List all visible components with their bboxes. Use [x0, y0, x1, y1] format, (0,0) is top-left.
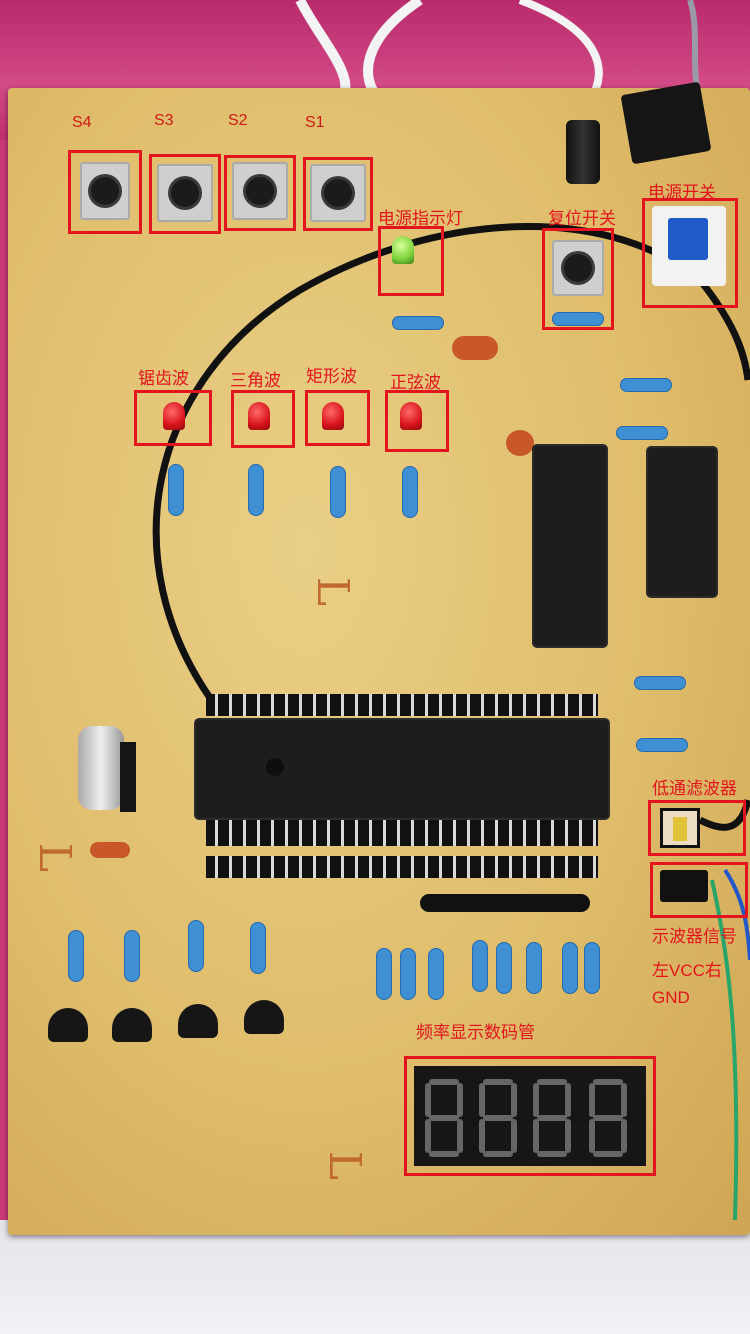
s3-annotation-box	[149, 154, 221, 234]
s2-label: S2	[228, 112, 248, 129]
power-indicator-label: 电源指示灯	[378, 209, 463, 228]
resistor	[250, 922, 266, 974]
s1-label: S1	[305, 114, 325, 131]
s4-label: S4	[72, 114, 92, 131]
s3-label: S3	[154, 112, 174, 129]
microcontroller-chip	[196, 720, 608, 818]
power-indicator-led	[392, 236, 414, 264]
reset-switch-label: 复位开关	[548, 209, 616, 228]
ceramic-capacitor	[506, 430, 534, 456]
resistor	[584, 942, 600, 994]
transistor	[112, 1008, 152, 1042]
triangle-wave-box	[231, 390, 295, 448]
s1-annotation-box	[303, 157, 373, 231]
sine-wave-label: 正弦波	[390, 373, 441, 392]
gnd-label: GND	[652, 988, 690, 1007]
triangle-wave-led	[248, 402, 270, 430]
lowpass-filter-box	[648, 800, 746, 856]
ic-socket-bottom	[206, 820, 598, 846]
pin-header-row	[206, 856, 598, 878]
oscilloscope-connector[interactable]	[660, 870, 708, 902]
resistor	[400, 948, 416, 1000]
s2-annotation-box	[224, 155, 296, 231]
silkscreen-mark: L	[319, 1150, 371, 1181]
resistor	[634, 676, 686, 690]
frequency-display-box	[404, 1056, 656, 1176]
seven-segment-display	[414, 1066, 646, 1166]
electrolytic-capacitor	[566, 120, 600, 184]
sawtooth-wave-led	[163, 402, 185, 430]
s4-annotation-box	[68, 150, 142, 234]
reset-button[interactable]	[552, 240, 604, 296]
segment-digits	[425, 1079, 627, 1157]
resistor	[68, 930, 84, 982]
sine-wave-box	[385, 390, 449, 452]
resistor	[124, 930, 140, 982]
resistor	[620, 378, 672, 392]
resistor	[636, 738, 688, 752]
power-switch-label: 电源开关	[648, 183, 716, 202]
resistor	[248, 464, 264, 516]
s2-button[interactable]	[232, 162, 288, 220]
resistor	[552, 312, 604, 326]
ic-socket-top	[206, 694, 598, 716]
header-pins	[620, 81, 712, 165]
ceramic-capacitor	[452, 336, 498, 360]
dip-chip	[648, 448, 716, 596]
left-vcc-right-label: 左VCC右	[652, 961, 722, 980]
silkscreen-mark: L	[307, 576, 359, 607]
triangle-wave-label: 三角波	[230, 371, 281, 390]
oscilloscope-connector-box	[650, 862, 748, 918]
dip-chip	[534, 446, 606, 646]
sawtooth-wave-label: 锯齿波	[138, 369, 189, 388]
resistor	[168, 464, 184, 516]
square-wave-box	[305, 390, 370, 446]
resistor	[526, 942, 542, 994]
lowpass-filter-jumper[interactable]	[660, 808, 700, 848]
pin-header	[420, 894, 590, 912]
s3-button[interactable]	[157, 164, 213, 222]
transistor	[244, 1000, 284, 1034]
s4-button[interactable]	[80, 162, 130, 220]
silkscreen-mark: L	[29, 842, 81, 873]
background-table	[0, 1220, 750, 1334]
lowpass-filter-label: 低通滤波器	[652, 779, 737, 798]
sawtooth-wave-box	[134, 390, 212, 446]
square-wave-led	[322, 402, 344, 430]
transistor	[178, 1004, 218, 1038]
crystal-oscillator	[78, 726, 124, 810]
power-switch[interactable]	[652, 206, 726, 286]
transistor	[48, 1008, 88, 1042]
power-switch-box	[642, 198, 738, 308]
frequency-display-label: 频率显示数码管	[416, 1023, 535, 1042]
pin-header	[120, 742, 136, 812]
resistor	[402, 466, 418, 518]
resistor	[376, 948, 392, 1000]
resistor	[562, 942, 578, 994]
square-wave-label: 矩形波	[306, 367, 357, 386]
resistor	[428, 948, 444, 1000]
sine-wave-led	[400, 402, 422, 430]
resistor	[330, 466, 346, 518]
reset-switch-box	[542, 228, 614, 330]
power-indicator-box	[378, 226, 444, 296]
resistor	[392, 316, 444, 330]
resistor	[188, 920, 204, 972]
resistor	[496, 942, 512, 994]
s1-button[interactable]	[310, 164, 366, 222]
ceramic-capacitor	[90, 842, 130, 858]
resistor	[472, 940, 488, 992]
oscilloscope-signal-label: 示波器信号	[652, 927, 737, 946]
resistor	[616, 426, 668, 440]
